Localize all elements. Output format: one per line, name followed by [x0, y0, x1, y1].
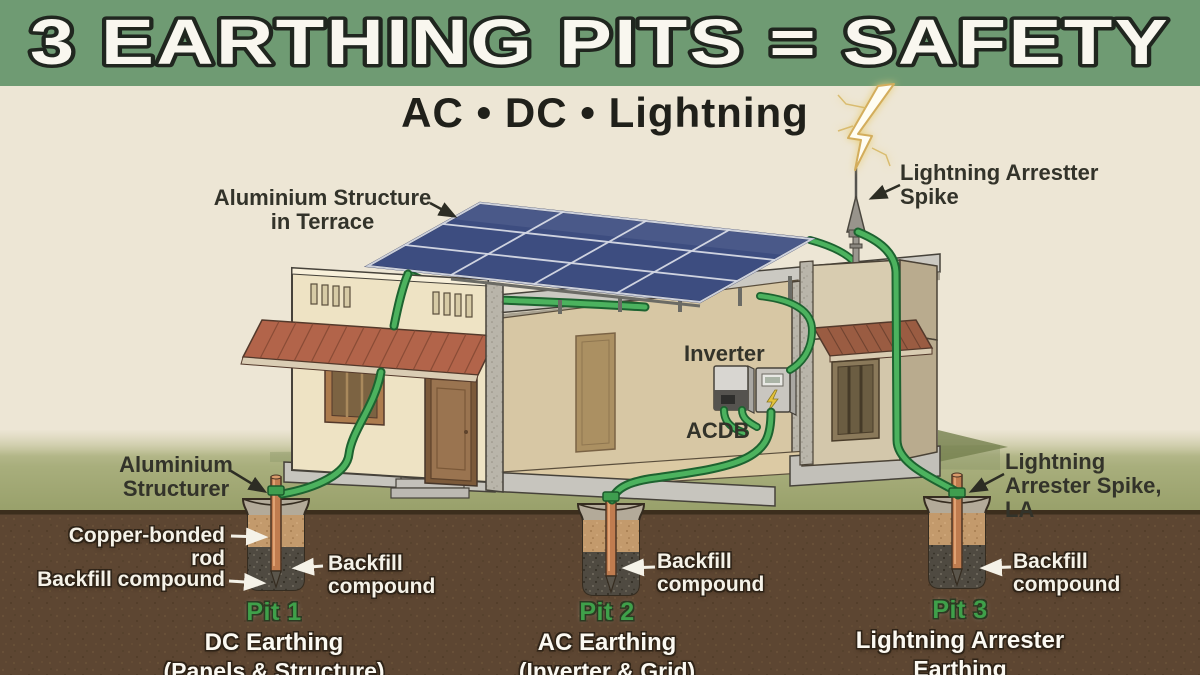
front-door — [424, 372, 478, 487]
label-backfill-pit1-right: Backfill compound — [328, 552, 436, 598]
earthing-pit-3 — [922, 472, 992, 589]
title-banner: 3 EARTHING PITS = SAFETY — [0, 0, 1200, 86]
callout-arrows — [228, 183, 1012, 591]
pit2-id: Pit 2 — [579, 598, 635, 626]
pit1-subtitle: (Panels & Structure) — [163, 658, 385, 675]
label-backfill-pit2: Backfill compound — [657, 550, 765, 596]
house — [240, 168, 963, 507]
label-arrester-spike-bottom: Lightning Arrester Spike, LA — [1005, 449, 1162, 522]
rod-clamps — [267, 485, 966, 502]
interior-door — [575, 332, 616, 453]
label-copper-bonded-rod: Copper-bonded rod — [68, 524, 225, 570]
acdb-lightning-icon — [766, 389, 779, 413]
pit3-title: Lightning Arrester — [855, 627, 1065, 654]
label-acdb: ACDB — [686, 418, 750, 443]
front-awning — [240, 319, 499, 383]
pit2-caption: Pit 2 AC Earthing (Inverter & Grid) — [467, 598, 747, 675]
inverter-box — [713, 365, 755, 414]
label-backfill-pit3: Backfill compound — [1013, 550, 1121, 596]
pit3-subtitle: Earthing — [913, 656, 1007, 675]
pit1-caption: Pit 1 DC Earthing (Panels & Structure) — [134, 598, 414, 675]
copper-rod-1 — [270, 474, 282, 590]
pit1-title: DC Earthing — [204, 629, 344, 656]
lightning-bolt-icon — [837, 83, 895, 171]
pit2-subtitle: (Inverter & Grid) — [518, 658, 696, 675]
label-inverter: Inverter — [684, 341, 765, 366]
pit3-id: Pit 3 — [932, 596, 988, 624]
label-aluminium-structure: Aluminium Structure in Terrace — [213, 185, 432, 234]
parapet-vents — [310, 283, 473, 318]
tower-window — [831, 358, 880, 442]
page-title: 3 EARTHING PITS = SAFETY — [30, 6, 1170, 78]
label-aluminium-structurer: Aluminium Structurer — [119, 452, 233, 501]
pit2-title: AC Earthing — [537, 629, 677, 656]
solar-panel-array — [363, 201, 817, 304]
right-tower — [799, 259, 938, 467]
subtitle: AC • DC • Lightning — [401, 89, 809, 136]
wire-inverter-drops — [720, 406, 761, 437]
title-banner-svg: 3 EARTHING PITS = SAFETY — [27, 3, 1172, 82]
acdb-box — [755, 367, 797, 416]
label-arrester-spike-top: Lightning Arrestter Spike — [900, 160, 1099, 209]
cutaway-column — [485, 281, 504, 493]
pit1-id: Pit 1 — [246, 598, 302, 626]
tower-awning — [812, 319, 934, 363]
label-backfill-pit1-left: Backfill compound — [37, 568, 225, 591]
pit3-caption: Pit 3 Lightning Arrester Earthing — [820, 596, 1100, 675]
